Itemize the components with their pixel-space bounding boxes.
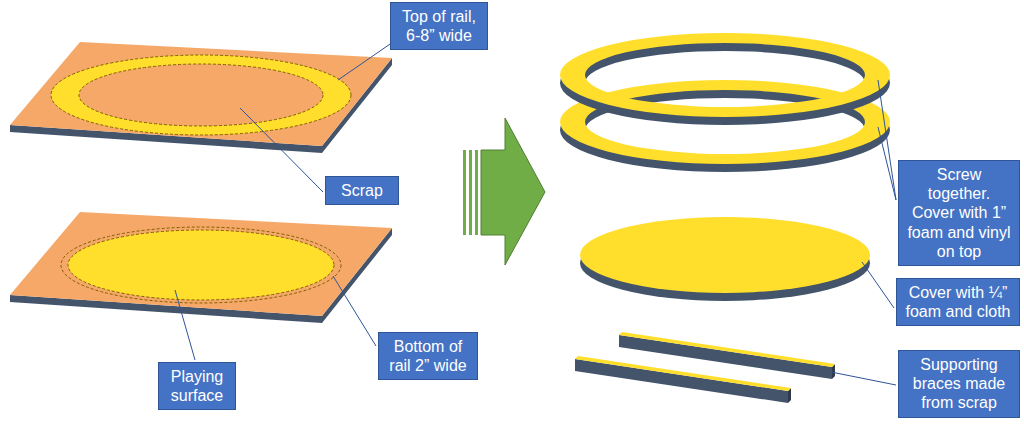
scrap-area <box>79 64 323 126</box>
disc-face <box>580 217 870 293</box>
leader-line <box>175 290 195 360</box>
arrow-stripe <box>475 150 478 235</box>
callout-text: Scrap <box>332 181 392 200</box>
rail-top-ring <box>51 55 351 135</box>
brace-side <box>575 359 788 403</box>
bottom-sheet <box>10 212 392 323</box>
leader-line <box>333 276 376 346</box>
callout-text: Playing surface <box>165 367 229 405</box>
brace <box>575 356 791 403</box>
top-sheet <box>10 42 392 153</box>
ring-face <box>560 33 890 117</box>
leader-line <box>338 42 393 80</box>
callout-box: Scrap <box>325 176 399 205</box>
callout-text: Screw together. Cover with 1” foam and v… <box>905 165 1013 261</box>
arrow-body <box>481 118 545 265</box>
leader-line <box>878 80 896 200</box>
arrow <box>463 118 545 265</box>
callout-box: Playing surface <box>158 362 236 410</box>
sheet-face <box>10 42 392 146</box>
arrow-stripe <box>463 150 466 235</box>
callout-text: Supporting braces made from scrap <box>905 355 1013 413</box>
callout-text: Cover with ¼” foam and cloth <box>903 283 1013 321</box>
leader-line <box>878 127 896 200</box>
leader-line <box>240 108 323 192</box>
callout-box: Cover with ¼” foam and cloth <box>896 278 1020 326</box>
callout-box: Bottom of rail 2” wide <box>378 332 478 380</box>
callout-text: Bottom of rail 2” wide <box>385 337 471 375</box>
arrow-stripe <box>469 150 472 235</box>
brace-top <box>619 332 835 367</box>
playing-disc <box>580 217 870 301</box>
callout-box: Screw together. Cover with 1” foam and v… <box>898 160 1020 266</box>
leader-line <box>862 262 894 308</box>
rail-ring-upper <box>560 33 890 125</box>
callout-text: Top of rail, 6-8” wide <box>397 7 481 45</box>
leader-line <box>831 372 896 385</box>
sheet-face <box>10 212 392 316</box>
callout-box: Supporting braces made from scrap <box>898 350 1020 418</box>
leaders <box>175 42 896 385</box>
rail-bottom-ring <box>61 227 341 303</box>
brace-top <box>575 356 791 391</box>
playing-surface-cut <box>68 230 334 300</box>
callout-box: Top of rail, 6-8” wide <box>390 2 488 50</box>
